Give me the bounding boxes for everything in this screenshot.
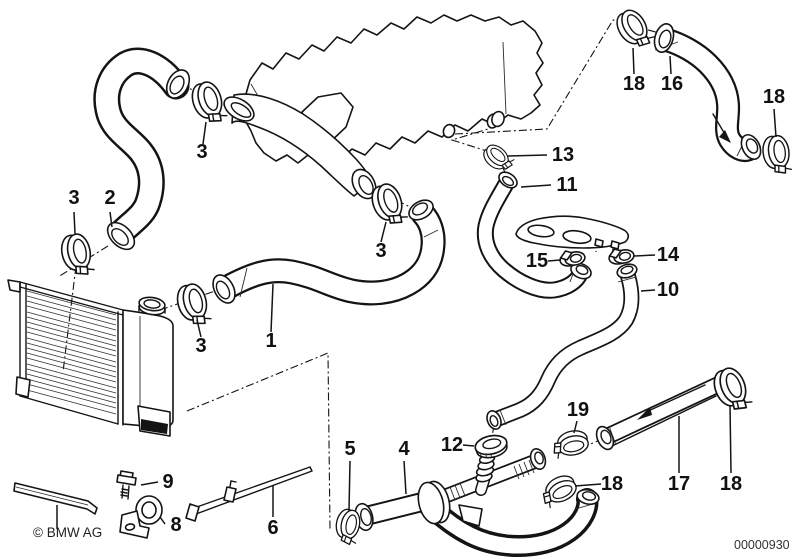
callout-leader-18 [729, 404, 732, 474]
engine-water-pipe [223, 92, 377, 200]
hose-clamp-3 [187, 78, 229, 128]
water-pipe-4 [354, 447, 547, 532]
callout-leader-9 [140, 481, 159, 486]
flow-arrow [637, 407, 652, 420]
hose-1 [212, 199, 446, 306]
rubber-strip [13, 482, 98, 529]
hose-clamp-3 [173, 280, 213, 330]
thermostat-housing-plate [515, 215, 630, 250]
bellows [475, 453, 496, 483]
hose-clamp-19 [549, 427, 591, 460]
callout-leader-18 [773, 108, 777, 138]
part-callout-18: 18 [623, 73, 645, 95]
support-rail-6 [185, 466, 313, 522]
callout-leader-3 [196, 319, 202, 338]
hose-clamp-13 [479, 140, 517, 177]
hose-clamp-18 [536, 471, 581, 510]
callout-leader-3 [380, 221, 387, 243]
part-callout-17: 17 [668, 473, 690, 495]
callout-leader-4 [403, 460, 407, 495]
part-callout-11: 11 [556, 174, 577, 196]
hose-clamp-18 [760, 133, 793, 177]
hose-2 [93, 47, 191, 251]
part-callout-16: 16 [661, 73, 683, 95]
callout-leader-16 [669, 55, 672, 75]
part-callout-8: 8 [170, 514, 181, 536]
hose-10 [486, 263, 640, 430]
hose-clamp-3 [57, 231, 96, 280]
hose-clamp-5 [332, 506, 363, 547]
filler-neck [138, 296, 166, 316]
part-callout-12: 12 [441, 434, 463, 456]
part-callout-3: 3 [196, 141, 207, 163]
copyright-text: © BMW AG [33, 525, 102, 540]
callout-leader-11 [520, 184, 552, 188]
part-callout-6: 6 [267, 517, 278, 539]
part-callout-5: 5 [344, 438, 355, 460]
part-callout-3: 3 [195, 335, 206, 357]
part-callout-14: 14 [657, 244, 680, 266]
callout-leader-12 [462, 444, 475, 447]
part-callout-15: 15 [526, 250, 548, 272]
callout-leader-8 [159, 516, 166, 525]
engine-port [491, 110, 505, 128]
part-callout-13: 13 [552, 144, 574, 166]
bracket-fin [458, 504, 483, 527]
water-pipe-17 [595, 372, 735, 451]
hose-clamp-14 [606, 245, 636, 267]
part-callout-3: 3 [375, 240, 386, 262]
pipe-clip-8 [119, 495, 163, 539]
mounting-bolt-9 [116, 470, 137, 500]
callout-leader-1 [270, 283, 274, 333]
engine-port [442, 123, 456, 139]
callout-leader-10 [640, 289, 656, 292]
part-callout-18: 18 [763, 86, 785, 108]
callout-leader-3 [73, 211, 76, 235]
callout-leader-5 [348, 460, 351, 512]
hose-clamp-18 [708, 363, 754, 417]
part-callout-18: 18 [601, 473, 623, 495]
callout-leader-13 [506, 154, 548, 157]
callout-leader-18 [632, 47, 635, 75]
molded-hose-assembly [419, 488, 600, 558]
sealing-cap-12 [474, 434, 508, 459]
part-callout-2: 2 [104, 187, 115, 209]
part-callout-4: 4 [398, 438, 410, 460]
radiator [7, 279, 174, 437]
part-callout-19: 19 [567, 399, 589, 421]
part-callout-18: 18 [720, 473, 742, 495]
callout-leader-14 [633, 254, 656, 257]
part-callout-1: 1 [265, 330, 276, 352]
part-callout-3: 3 [68, 187, 79, 209]
hose-11 [476, 171, 592, 299]
callout-leader-18 [574, 483, 602, 487]
diagram-number: 00000930 [734, 538, 790, 552]
callout-leader-15 [547, 259, 561, 262]
part-callout-9: 9 [162, 471, 173, 493]
callout-leader-3 [202, 121, 207, 145]
flow-arrow [719, 130, 731, 143]
mounting-flange [417, 481, 445, 525]
callout-leader-2 [109, 211, 113, 228]
part-callout-10: 10 [657, 279, 679, 301]
hose-16 [653, 23, 762, 162]
callout-leader-19 [573, 420, 578, 434]
